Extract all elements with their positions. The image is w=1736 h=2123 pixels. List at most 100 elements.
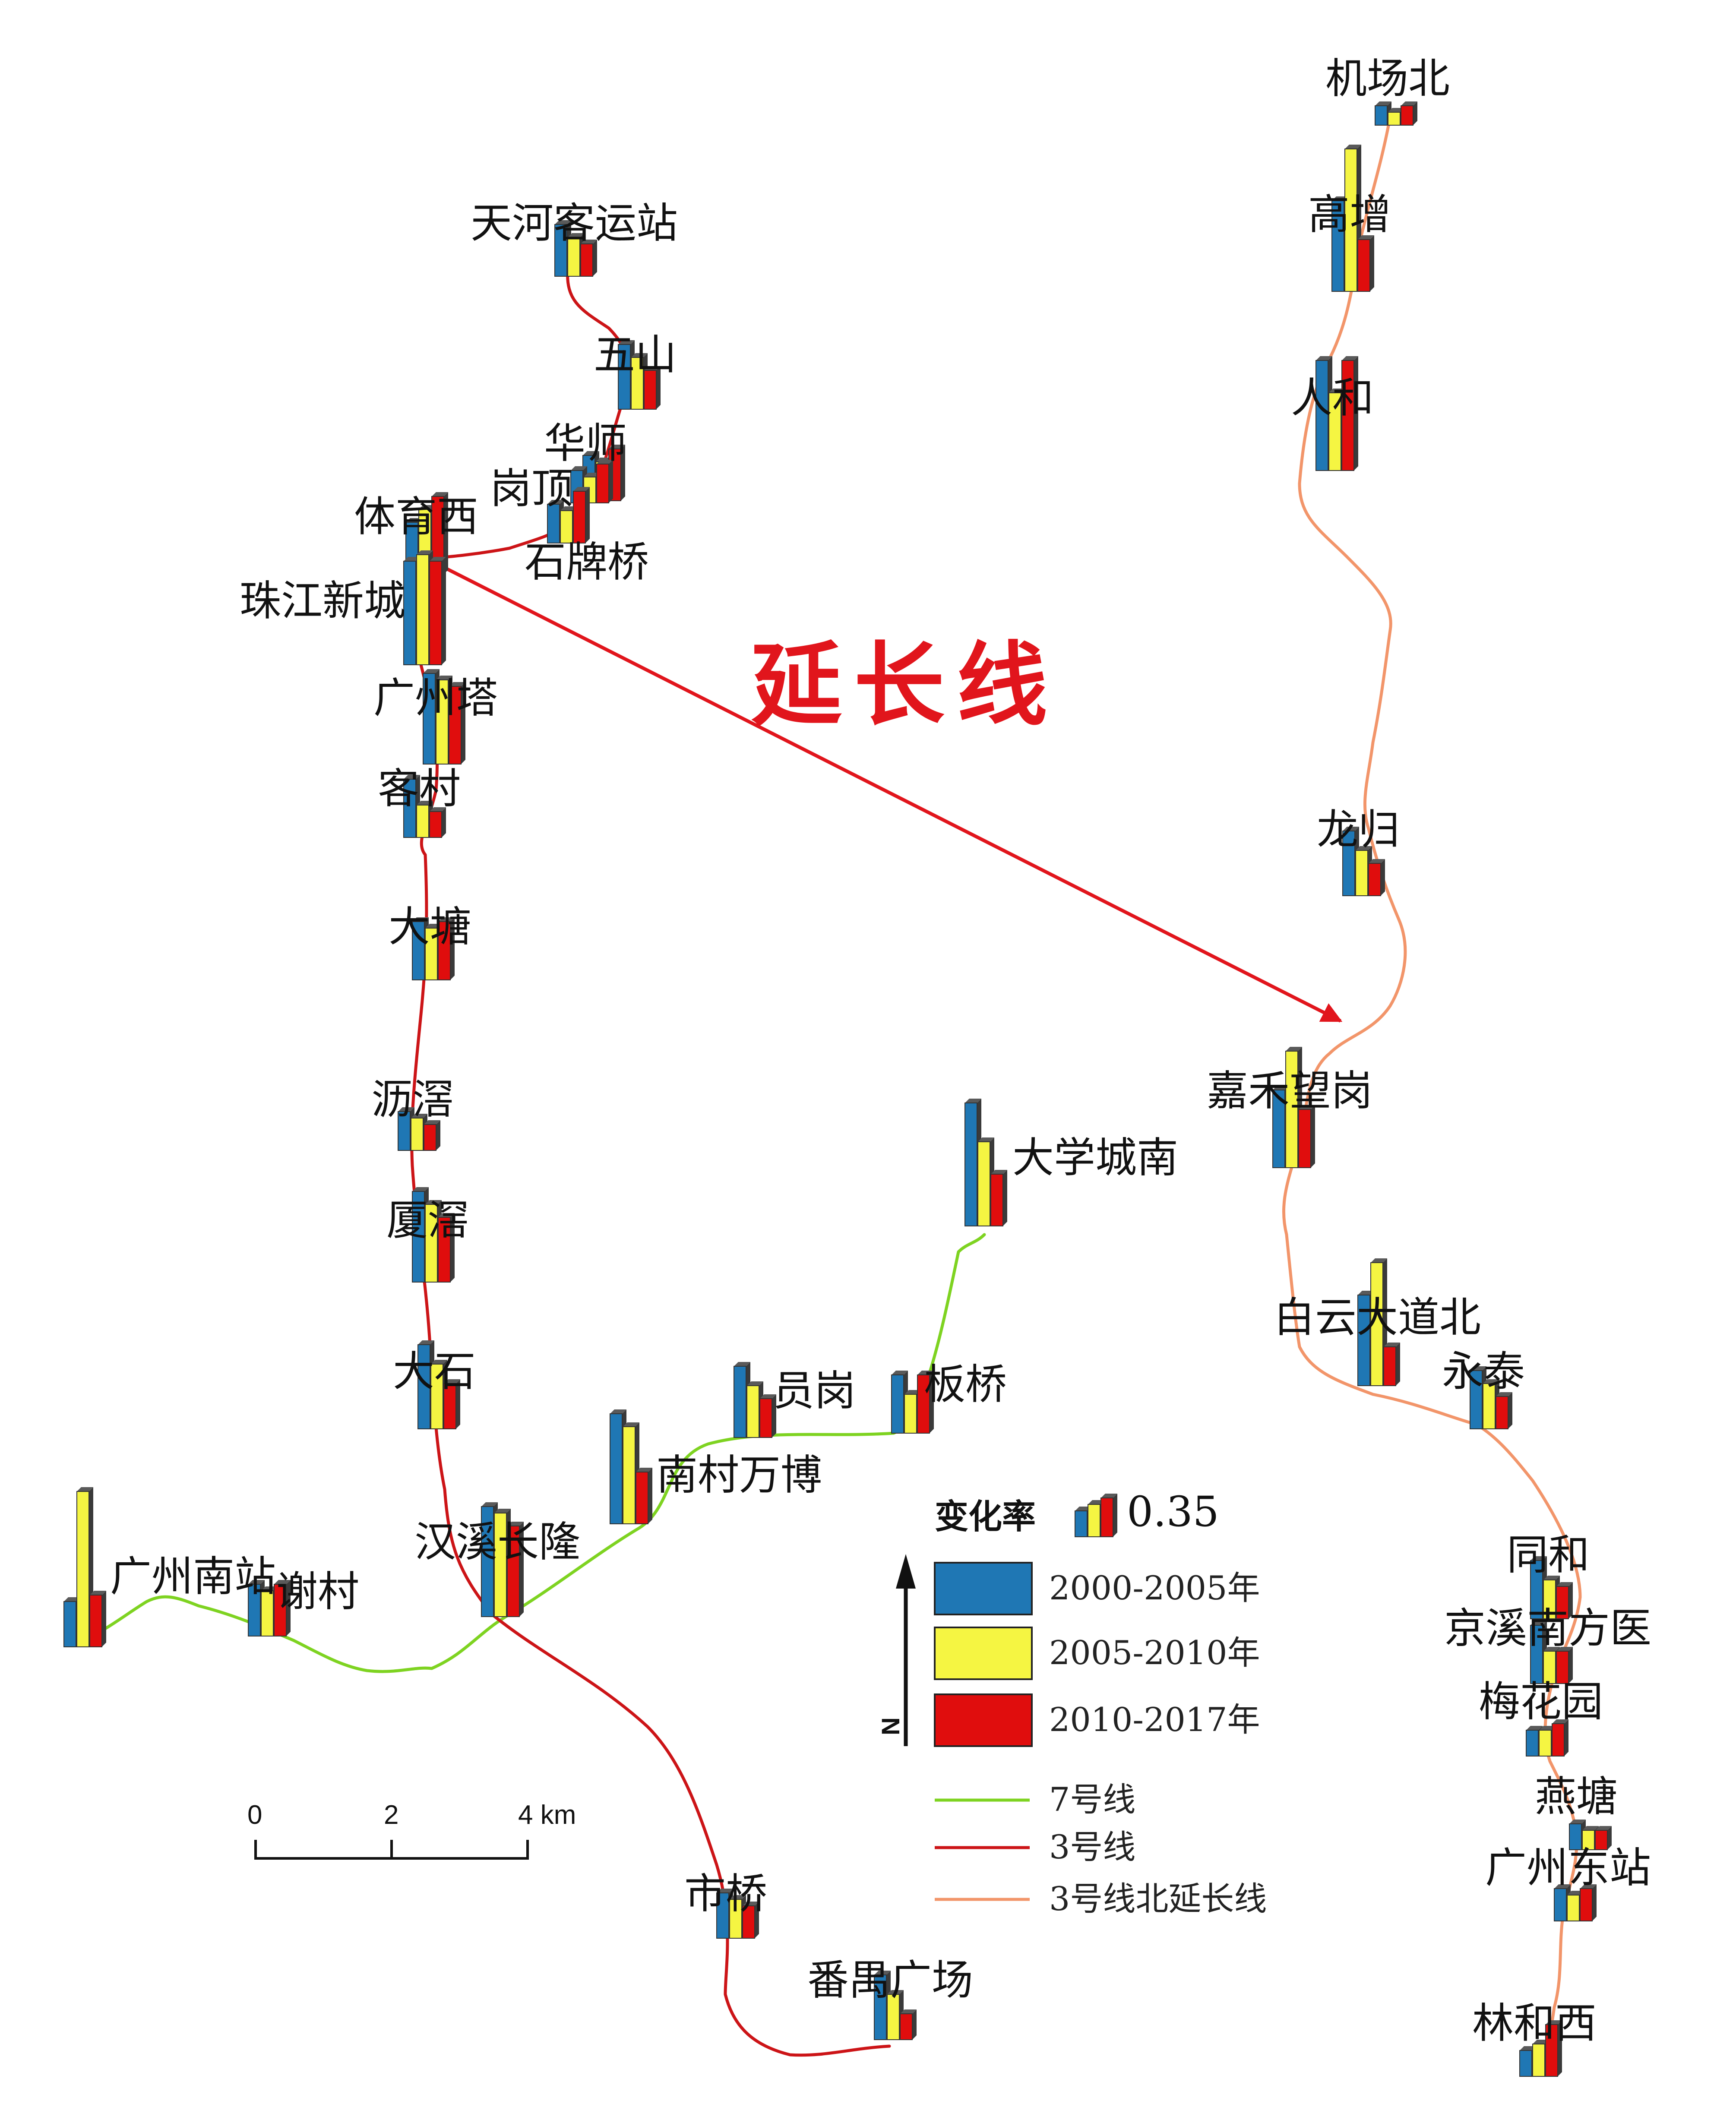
station-bar-glyph [1375,101,1417,126]
station-label: 高增 [1308,190,1391,239]
station-bar-top [874,1971,891,1975]
legend-period-label: 2005-2010年 [1049,1633,1260,1672]
station-bar [423,673,436,765]
station-label: 广州南站 [110,1552,276,1601]
extension-annotation: 延长线 [751,632,1059,738]
station-bar [1582,1830,1595,1850]
station-bar-glyph [547,487,590,543]
legend-swatch-period-2 [934,1627,1033,1680]
station-bar-top [1332,196,1348,201]
station-bar [438,921,451,980]
station-bar [1341,360,1354,471]
station-bar-side [1354,356,1358,471]
line-7-route [74,1233,986,1673]
station-bar-side [1568,1582,1573,1619]
station-bar-top [423,669,440,673]
station-bar-side [1113,1494,1117,1537]
station-bar-side [1311,1105,1315,1168]
station-bar-top [1569,1820,1586,1824]
station-bar [429,811,442,838]
station-bar [1483,1383,1496,1429]
station-bar [746,1385,759,1438]
station-bar-glyph [1470,1366,1512,1429]
legend: 变化率 0.35 2000-2005年 2005-2010年 2010-2017… [934,1488,1267,1918]
station-bar [430,1364,443,1429]
station-label: 天河客运站 [471,199,678,247]
station-bar-top [398,1107,414,1112]
station-bar [1543,1651,1556,1684]
station-bar-top [444,1379,460,1384]
station-bar-top [1530,1621,1547,1625]
station-bar-side [102,1591,106,1647]
station-bar-side [930,1371,934,1433]
station-bar-top [610,1409,626,1414]
station-bar-glyph [734,1362,776,1438]
station-bar [429,561,442,665]
station-bar-glyph [248,1580,291,1636]
station-bar [1375,105,1388,126]
station-bar [1100,1497,1113,1537]
station-bar-top [1329,389,1345,393]
station-bar-top [892,1371,908,1375]
station-bar [1357,1295,1370,1386]
station-bar-top [717,1889,733,1893]
station-bar-top [573,487,590,491]
station-bar-glyph [412,1187,455,1283]
station-bar-top [481,1502,498,1507]
station-bar-top [1342,356,1358,360]
station-bar-top [425,1200,442,1204]
station-bar-glyph [610,1409,652,1524]
station-bar-side [450,917,455,980]
station-bar-glyph [1519,2020,1562,2077]
station-bar-glyph [1342,827,1385,896]
station-bar-top [406,518,422,522]
station-bar-top [1520,2046,1536,2050]
station-label: 燕塘 [1535,1772,1618,1821]
station-bar-glyph [554,220,597,277]
legend-period-label: 2010-2017年 [1049,1700,1260,1739]
station-bar [1545,2024,1558,2077]
station-bar-side [1396,1343,1400,1386]
station-bar-top [1299,1105,1315,1109]
station-label: 大石 [393,1347,476,1396]
station-bar-side [1413,101,1417,125]
station-bar [416,554,429,665]
station-bar [573,491,586,543]
station-bar [742,1905,755,1939]
station-bar-top [1556,1582,1573,1586]
station-bar-glyph [891,1371,934,1434]
station-bar-glyph [1554,1884,1597,1921]
station-bar-top [425,924,442,928]
station-bar-top [1343,827,1359,831]
station-bar-side [912,2009,917,2040]
station-bar-top [584,473,600,477]
station-bar-side [519,1522,524,1617]
station-bar [729,1899,742,1939]
station-bar-glyph [1315,356,1358,471]
station-bar-side [609,460,613,503]
station-bar-top [730,1895,746,1899]
station-bar [1401,105,1413,126]
station-bar [412,1191,425,1283]
station-bar-side [456,1379,460,1429]
station-bar-top [597,460,613,464]
station-bar-top [1345,145,1361,149]
station-bar-top [1543,1576,1560,1580]
station-label: 南村万博 [656,1451,822,1499]
station-bar-glyph [1272,1047,1315,1168]
station-bar [580,243,593,277]
station-bar [1470,1370,1483,1429]
station-labels: 天河客运站 五山 华师 岗顶 石牌桥 体育西 珠江新城 广州塔 客村 大塘 沥滘… [110,54,1651,2047]
station-bar [887,1994,900,2040]
station-bar [248,1584,261,1636]
station-label: 龙归 [1317,806,1400,854]
station-bar-side [442,807,446,837]
station-bar [417,1344,430,1429]
scale-tick-label: 0 [247,1800,262,1830]
station-bar-top [1533,2040,1549,2044]
station-label: 人和 [1291,374,1374,422]
station-bar-top [1539,1726,1556,1730]
station-bar-top [1530,1556,1547,1561]
station-bar-glyph [403,550,446,665]
